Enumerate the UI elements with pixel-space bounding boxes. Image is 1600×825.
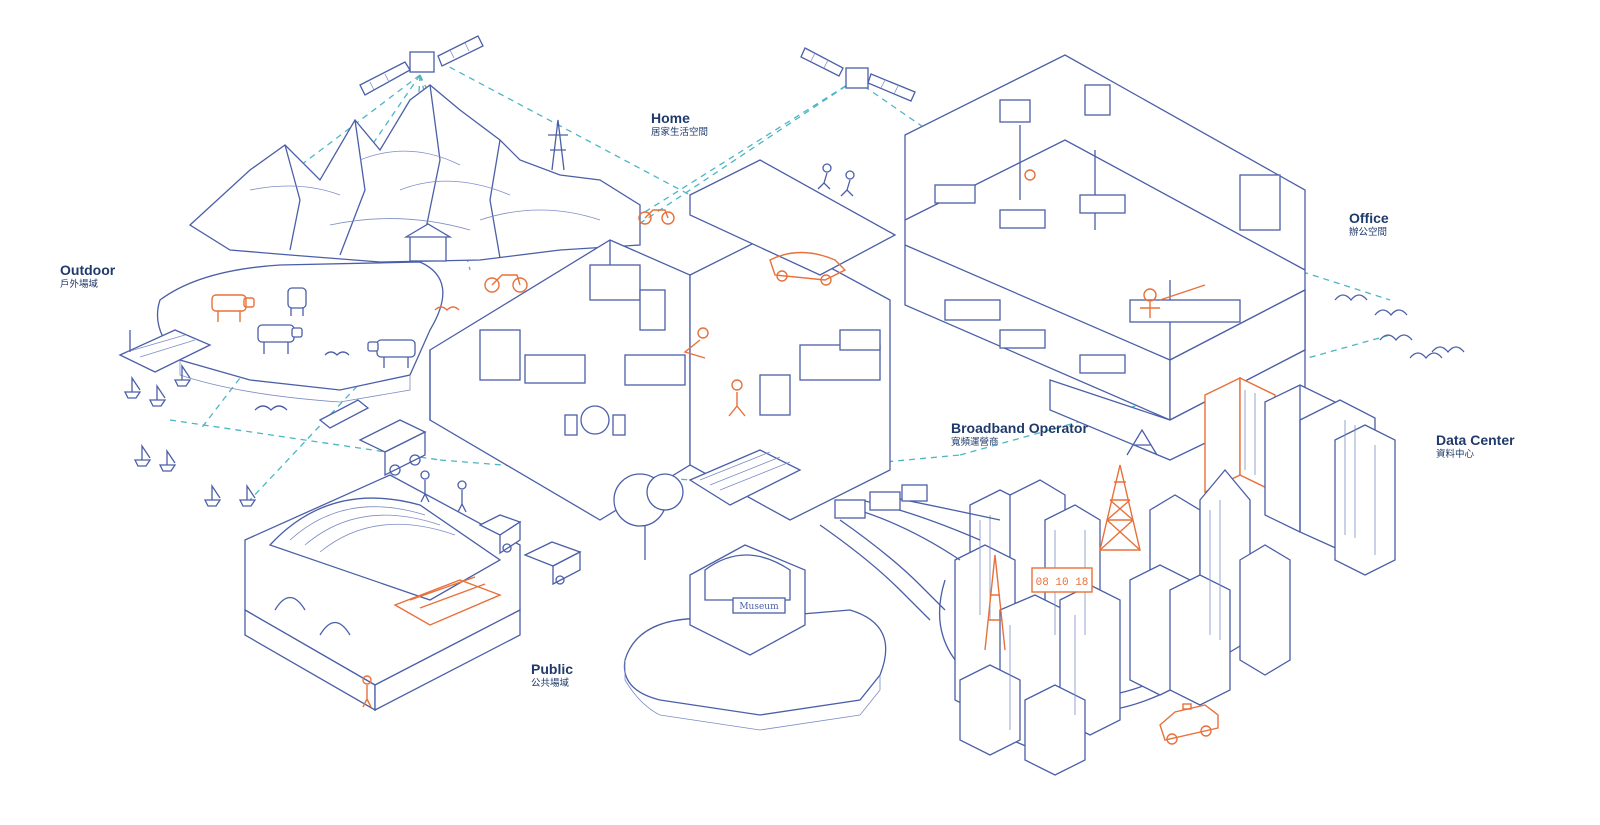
cell-tower-orange bbox=[984, 554, 1006, 651]
motorcycle-2 bbox=[638, 209, 675, 225]
zone-datacenter-title: Data Center bbox=[1436, 432, 1515, 448]
clock-text: 08 10 18 bbox=[1036, 577, 1089, 589]
cow-orange bbox=[211, 294, 255, 322]
crane-truck bbox=[318, 399, 427, 477]
museum-building: Museum bbox=[689, 544, 806, 656]
truck-2 bbox=[523, 541, 582, 586]
museum-island bbox=[623, 609, 887, 731]
zone-public-subtitle: 公共場域 bbox=[531, 678, 570, 690]
satellite-right bbox=[800, 47, 916, 102]
mountain-range bbox=[188, 84, 641, 263]
workers bbox=[362, 470, 467, 708]
zone-label-outdoor: Outdoor 戶外場域 bbox=[60, 262, 115, 291]
taxi-orange bbox=[1159, 703, 1219, 745]
zone-label-public: Public 公共場域 bbox=[531, 661, 573, 690]
pier bbox=[118, 329, 212, 373]
birds-left bbox=[254, 306, 460, 411]
zone-broadband-subtitle: 寬頻運營商 bbox=[951, 437, 999, 449]
train-station bbox=[244, 474, 521, 712]
data-center-racks bbox=[1204, 376, 1396, 576]
runners bbox=[817, 163, 855, 197]
zone-broadband-title: Broadband Operator bbox=[951, 420, 1088, 436]
motorcycle-1 bbox=[484, 274, 528, 293]
zone-office-title: Office bbox=[1349, 210, 1389, 226]
office-building bbox=[904, 54, 1306, 461]
birds-right bbox=[1334, 294, 1465, 360]
zone-label-office: Office 辦公空間 bbox=[1349, 210, 1389, 239]
sailboats bbox=[123, 363, 257, 507]
park-tree bbox=[613, 473, 684, 560]
city-skyline bbox=[819, 468, 1291, 776]
radio-tower bbox=[1099, 428, 1158, 551]
cow-1 bbox=[257, 324, 303, 354]
zone-home-subtitle: 居家生活空間 bbox=[651, 127, 709, 139]
cow-2 bbox=[367, 339, 416, 368]
zone-label-datacenter: Data Center 資料中心 bbox=[1436, 432, 1515, 461]
zone-label-broadband: Broadband Operator 寬頻運營商 bbox=[951, 420, 1088, 449]
zone-public-title: Public bbox=[531, 661, 574, 677]
zone-label-home: Home 居家生活空間 bbox=[651, 110, 708, 139]
zone-office-subtitle: 辦公空間 bbox=[1349, 227, 1388, 239]
truck-1 bbox=[478, 514, 522, 555]
zone-datacenter-subtitle: 資料中心 bbox=[1436, 449, 1475, 461]
museum-sign: Museum bbox=[739, 602, 779, 612]
satellite-left bbox=[359, 35, 484, 96]
zone-outdoor-subtitle: 戶外場域 bbox=[60, 279, 99, 291]
clock-display: 08 10 18 bbox=[1031, 567, 1093, 593]
zone-home-title: Home bbox=[651, 110, 690, 126]
home-building bbox=[429, 159, 897, 521]
cow-3 bbox=[287, 287, 307, 316]
zone-outdoor-title: Outdoor bbox=[60, 262, 116, 278]
